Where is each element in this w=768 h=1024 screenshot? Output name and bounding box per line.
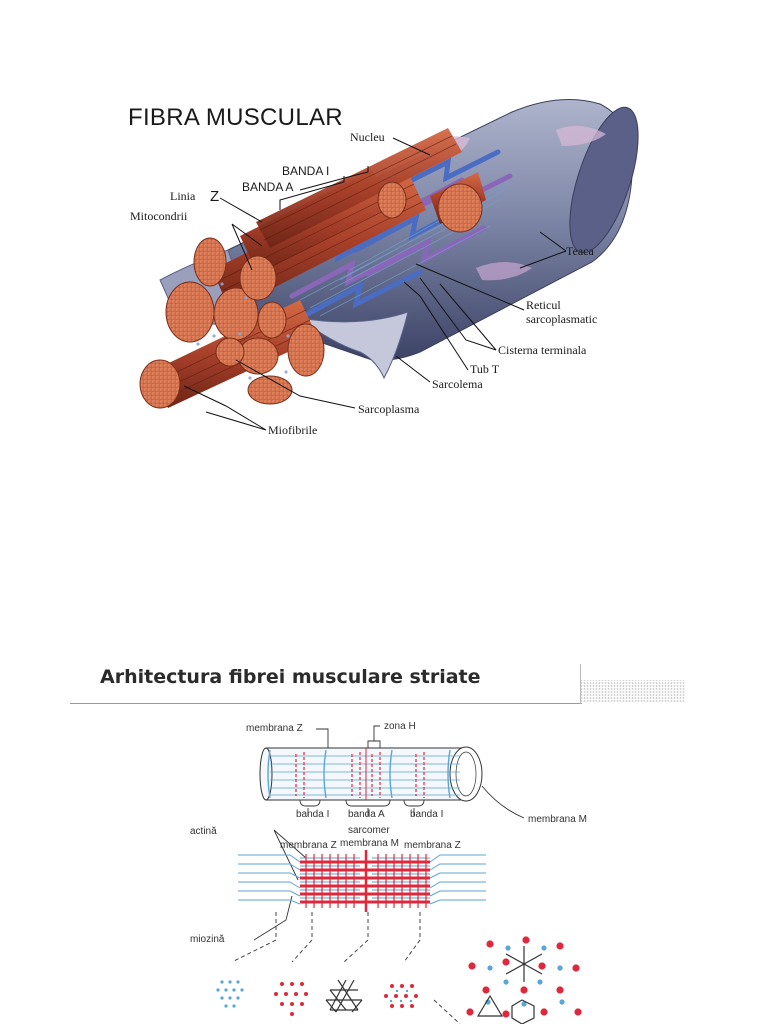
cross-section-overlap	[384, 984, 418, 1008]
label-membrana-z-left: membrana Z	[280, 840, 337, 851]
label-zona-h: zona H	[384, 721, 416, 732]
label-membrana-m-right: membrana M	[528, 814, 587, 825]
cross-section-actin	[216, 980, 244, 1008]
hexagonal-lattice-detail	[466, 936, 582, 1024]
label-banda-a: BANDA A	[242, 180, 294, 194]
label-sarcolema: Sarcolema	[432, 377, 483, 391]
title-divider	[70, 703, 582, 704]
label-reticul: Reticul	[526, 298, 561, 312]
sarcomere-filaments	[238, 850, 486, 912]
label-membrana-m-mid: membrana M	[340, 838, 399, 849]
label-banda-a: banda A	[348, 809, 385, 820]
fiber-cylinder	[259, 746, 483, 802]
label-banda-i-left: banda I	[296, 809, 330, 820]
figure2-title: Arhitectura fibrei musculare striate	[100, 666, 481, 688]
sheath-end	[569, 106, 639, 254]
leader-lines	[183, 137, 567, 431]
label-banda-i-right: banda I	[410, 809, 444, 820]
label-actina: actină	[190, 826, 217, 837]
sarcoplasma-dots	[196, 282, 290, 380]
cross-section-myosin	[274, 982, 308, 1016]
label-sarcoplasma: Sarcoplasma	[358, 402, 420, 416]
figure1-title: FIBRA MUSCULAR	[128, 104, 343, 131]
reticulum-fine-lines	[299, 181, 511, 317]
label-linia: Linia	[170, 189, 196, 203]
dashed-connectors	[231, 912, 461, 1024]
sarcolemma-flap	[298, 311, 409, 380]
label-sarcomer: sarcomer	[348, 825, 390, 836]
nucleus-bulge	[476, 262, 532, 281]
label-mitocondrii: Mitocondrii	[130, 209, 188, 223]
label-z: Z	[210, 188, 220, 205]
nucleus-bulge	[556, 125, 606, 146]
label-membrana-z-top: membrana Z	[246, 723, 303, 734]
striated-fiber-diagram	[216, 725, 582, 1024]
label-miozina: miozină	[190, 934, 225, 945]
muscle-fiber-illustration	[139, 99, 639, 431]
label-banda-i: BANDA I	[282, 164, 330, 178]
label-membrana-z-right: membrana Z	[404, 840, 461, 851]
label-tub-t: Tub T	[470, 362, 500, 376]
title-decoration	[580, 664, 685, 704]
label-nucleu: Nucleu	[350, 130, 385, 144]
myofibril-cross-sections	[139, 181, 483, 409]
label-cisterna-terminala: Cisterna terminala	[498, 343, 587, 357]
cross-section-m-line	[325, 979, 363, 1013]
muscle-fiber-figure: FIBRA MUSCULAR Nucleu BANDA I BANDA A Li…	[0, 0, 768, 460]
label-teaca: Teaca	[566, 244, 594, 258]
label-miofibrile: Miofibrile	[268, 423, 318, 437]
label-sarcoplasmatic: sarcoplasmatic	[526, 312, 598, 326]
